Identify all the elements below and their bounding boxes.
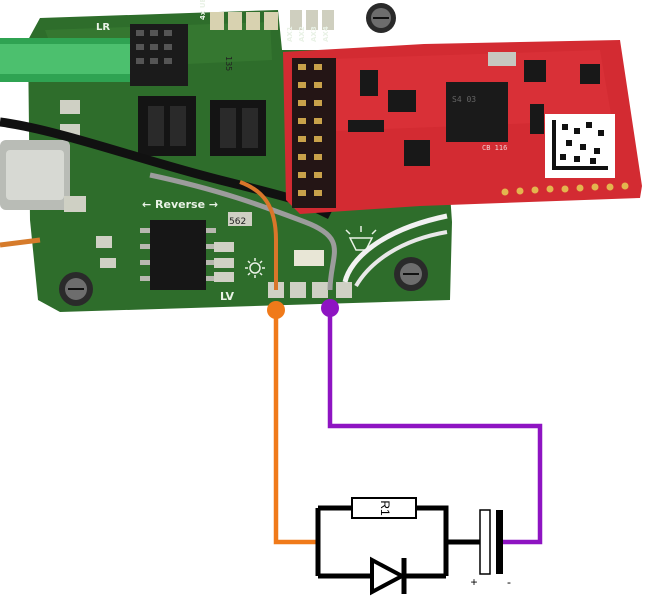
silk-reverse: ← Reverse → bbox=[142, 198, 218, 211]
schematic: R1 + - bbox=[267, 299, 543, 596]
silk-562: 562 bbox=[229, 217, 246, 227]
top-smd-row bbox=[210, 10, 334, 30]
screw-top-right bbox=[366, 3, 396, 33]
svg-text:AX1: AX1 bbox=[286, 26, 294, 42]
screw-bottom-right bbox=[394, 257, 428, 291]
resistor-label: R1 bbox=[378, 500, 392, 516]
connector-block-1 bbox=[138, 96, 196, 156]
capacitor bbox=[479, 509, 503, 575]
decoder-board: S4 03 CB 116 bbox=[283, 40, 642, 214]
svg-text:AX3: AX3 bbox=[310, 26, 318, 42]
diode bbox=[370, 556, 407, 596]
resistor-r1 bbox=[351, 497, 417, 519]
orange-wire bbox=[273, 310, 318, 545]
light-icon bbox=[245, 258, 265, 278]
orange-connection-dot bbox=[267, 301, 285, 319]
chip-marking-2: CB 116 bbox=[482, 144, 507, 152]
chip-marking-1: S4 03 bbox=[452, 95, 476, 104]
soic-chip bbox=[150, 220, 206, 290]
silk-lv: LV bbox=[220, 290, 234, 303]
decoder-gold-pads bbox=[501, 182, 629, 196]
capacitor-plus-label: + bbox=[470, 575, 477, 589]
screw-bottom-left bbox=[59, 272, 93, 306]
silk-135: 135 bbox=[224, 56, 233, 71]
svg-text:AX4: AX4 bbox=[322, 26, 330, 42]
purple-connection-dot bbox=[321, 299, 339, 317]
capacitor-minus-label: - bbox=[507, 575, 511, 589]
circuit-loop bbox=[315, 505, 449, 579]
header-labels: AX1 AX2 AX3 AX4 bbox=[286, 26, 330, 42]
silk-lr: LR bbox=[96, 22, 110, 33]
decoder-pin-header bbox=[292, 58, 336, 208]
svg-text:AX2: AX2 bbox=[298, 26, 306, 42]
purple-wire bbox=[327, 308, 543, 545]
decoder-mcu bbox=[446, 82, 508, 142]
silk-4x-ub: 4x UB bbox=[199, 0, 207, 20]
